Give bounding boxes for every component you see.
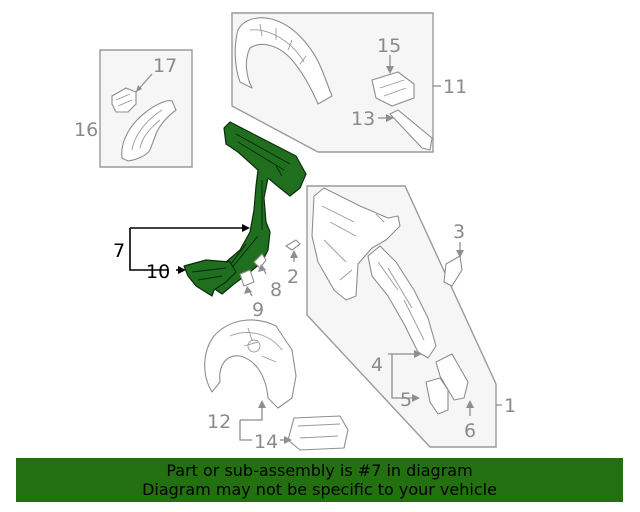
- callout-16[interactable]: 16: [74, 119, 98, 141]
- part-13-reinforcement[interactable]: [389, 109, 433, 151]
- part-10-lower-bracket[interactable]: [183, 259, 237, 297]
- callout-4[interactable]: 4: [371, 354, 383, 376]
- part-9-nut[interactable]: [239, 269, 255, 297]
- callout-8[interactable]: 8: [270, 279, 282, 301]
- callout-10[interactable]: 10: [146, 261, 170, 283]
- callout-6[interactable]: 6: [464, 420, 476, 442]
- panel-11: [231, 12, 441, 153]
- part-11-inner-panel[interactable]: [234, 17, 333, 105]
- callout-7[interactable]: 7: [113, 240, 125, 262]
- part-3-bracket[interactable]: [443, 255, 463, 287]
- callout-12[interactable]: 12: [207, 411, 231, 433]
- callout-15[interactable]: 15: [377, 35, 401, 57]
- banner-line-2: Diagram may not be specific to your vehi…: [142, 480, 497, 499]
- notice-banner: Part or sub-assembly is #7 in diagram Di…: [16, 458, 623, 502]
- callout-2[interactable]: 2: [287, 266, 299, 288]
- callout-13[interactable]: 13: [351, 108, 375, 130]
- panel-16: [99, 49, 193, 168]
- callout-17[interactable]: 17: [153, 55, 177, 77]
- callout-9[interactable]: 9: [252, 299, 264, 321]
- callout-14[interactable]: 14: [254, 431, 278, 453]
- panel-1: [306, 185, 502, 448]
- leader-7-10: [129, 224, 250, 274]
- part-5-bracket[interactable]: [425, 377, 449, 415]
- part-12-wheelhouse-outer[interactable]: [204, 319, 297, 409]
- callout-5[interactable]: 5: [400, 389, 412, 411]
- callout-11[interactable]: 11: [443, 76, 467, 98]
- part-8-clip[interactable]: [253, 253, 267, 275]
- part-6-reinforcement[interactable]: [435, 353, 469, 401]
- leader-12-14: [239, 400, 292, 444]
- callout-3[interactable]: 3: [453, 221, 465, 243]
- part-2-clip[interactable]: [285, 239, 301, 262]
- callout-1[interactable]: 1: [504, 395, 516, 417]
- part-14-extension[interactable]: [287, 415, 349, 451]
- banner-line-1: Part or sub-assembly is #7 in diagram: [166, 461, 473, 480]
